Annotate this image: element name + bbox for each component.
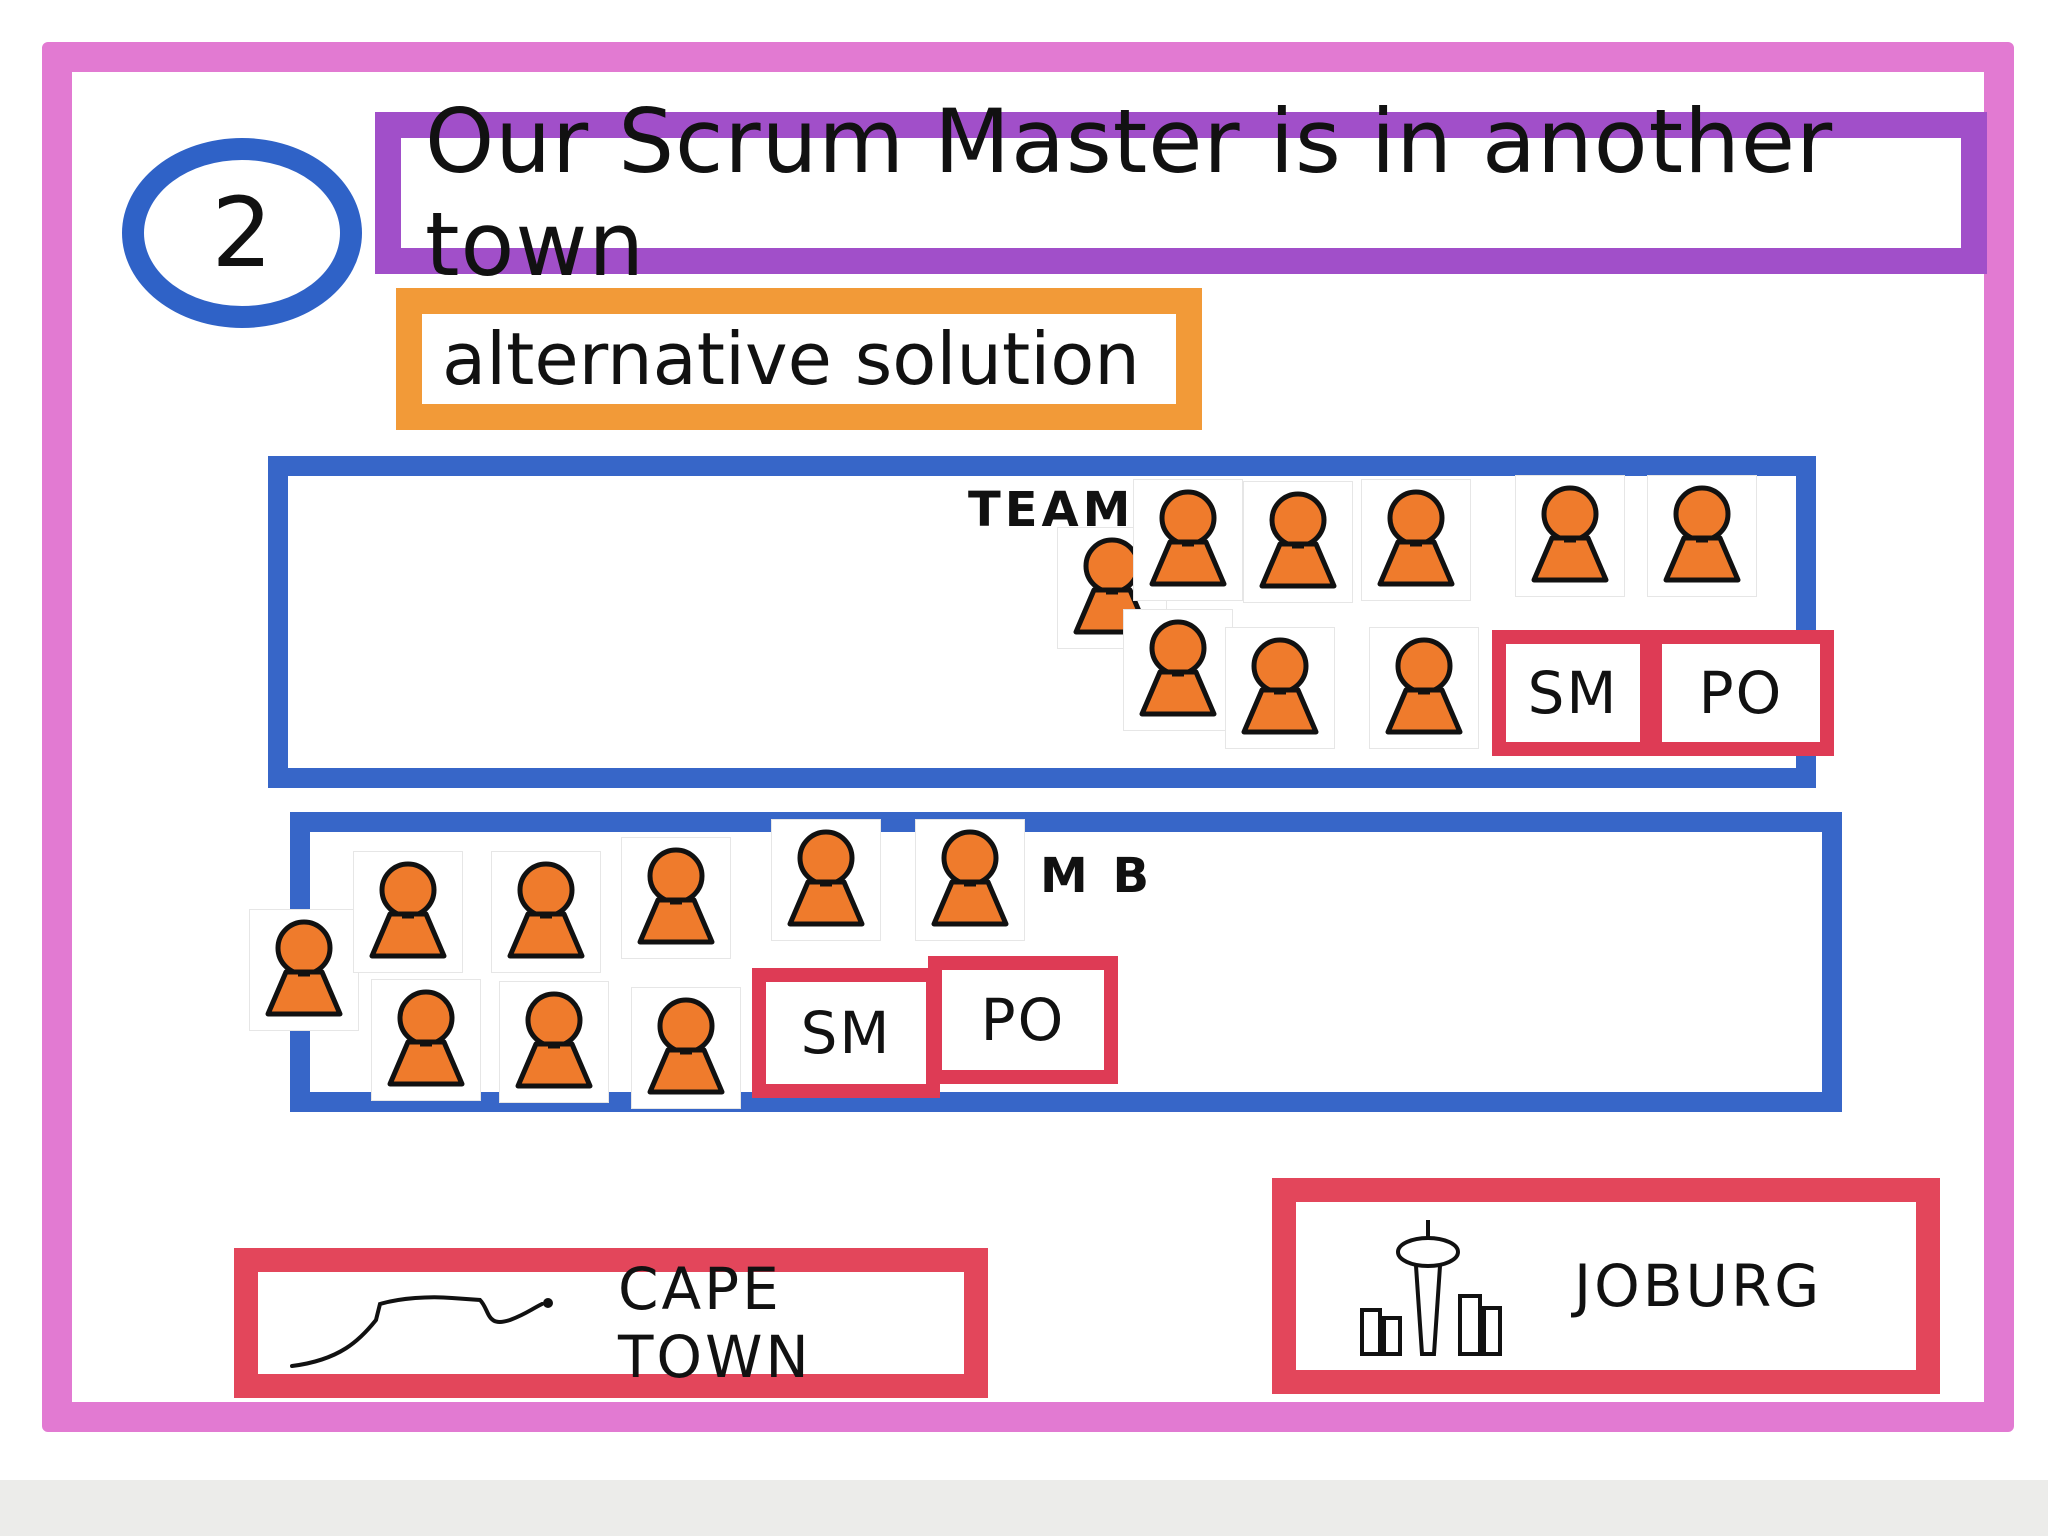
- step-number: 2: [211, 177, 273, 289]
- team-a-member-icon: [1648, 476, 1756, 596]
- team-a-product-owner-card: PO: [1648, 630, 1834, 756]
- cape-town-label: CAPE TOWN: [618, 1255, 812, 1391]
- table-mountain-icon: [290, 1295, 553, 1368]
- team-b-member-icon: [354, 852, 462, 972]
- team-b-member-icon: [500, 982, 608, 1102]
- team-b-member-icon: [372, 980, 480, 1100]
- title-text: Our Scrum Master is in another town: [425, 90, 1834, 296]
- subtitle-banner: alternative solution: [396, 288, 1202, 430]
- joburg-label-box: JOBURG: [1272, 1178, 1940, 1394]
- team-a-member-icon: [1226, 628, 1334, 748]
- team-b-member-icon: [622, 838, 730, 958]
- team-b-label: M B: [1040, 848, 1154, 904]
- team-b-member-icon: [772, 820, 880, 940]
- team-a-member-icon: [1362, 480, 1470, 600]
- team-b-member-icon: [632, 988, 740, 1108]
- step-number-badge: 2: [122, 138, 362, 328]
- joburg-label: JOBURG: [1574, 1252, 1823, 1320]
- team-a-member-icon: [1516, 476, 1624, 596]
- team-b-member-icon: [250, 910, 358, 1030]
- city-tower-icon: [1360, 1220, 1502, 1356]
- team-a-member-icon: [1124, 610, 1232, 730]
- team-b-product-owner-card: PO: [928, 956, 1118, 1084]
- team-b-member-icon: [492, 852, 600, 972]
- team-b-member-icon: [916, 820, 1024, 940]
- team-b-scrum-master-card: SM: [752, 968, 940, 1098]
- poster-frame: [42, 42, 2014, 1432]
- scan-edge: [0, 1480, 2048, 1536]
- team-a-member-icon: [1244, 482, 1352, 602]
- team-a-scrum-master-card: SM: [1492, 630, 1654, 756]
- cape-town-label-box: CAPE TOWN: [234, 1248, 988, 1398]
- team-a-member-icon: [1134, 480, 1242, 600]
- title-banner: Our Scrum Master is in another town: [375, 90, 1987, 296]
- subtitle-text: alternative solution: [442, 317, 1140, 401]
- team-a-member-icon: [1370, 628, 1478, 748]
